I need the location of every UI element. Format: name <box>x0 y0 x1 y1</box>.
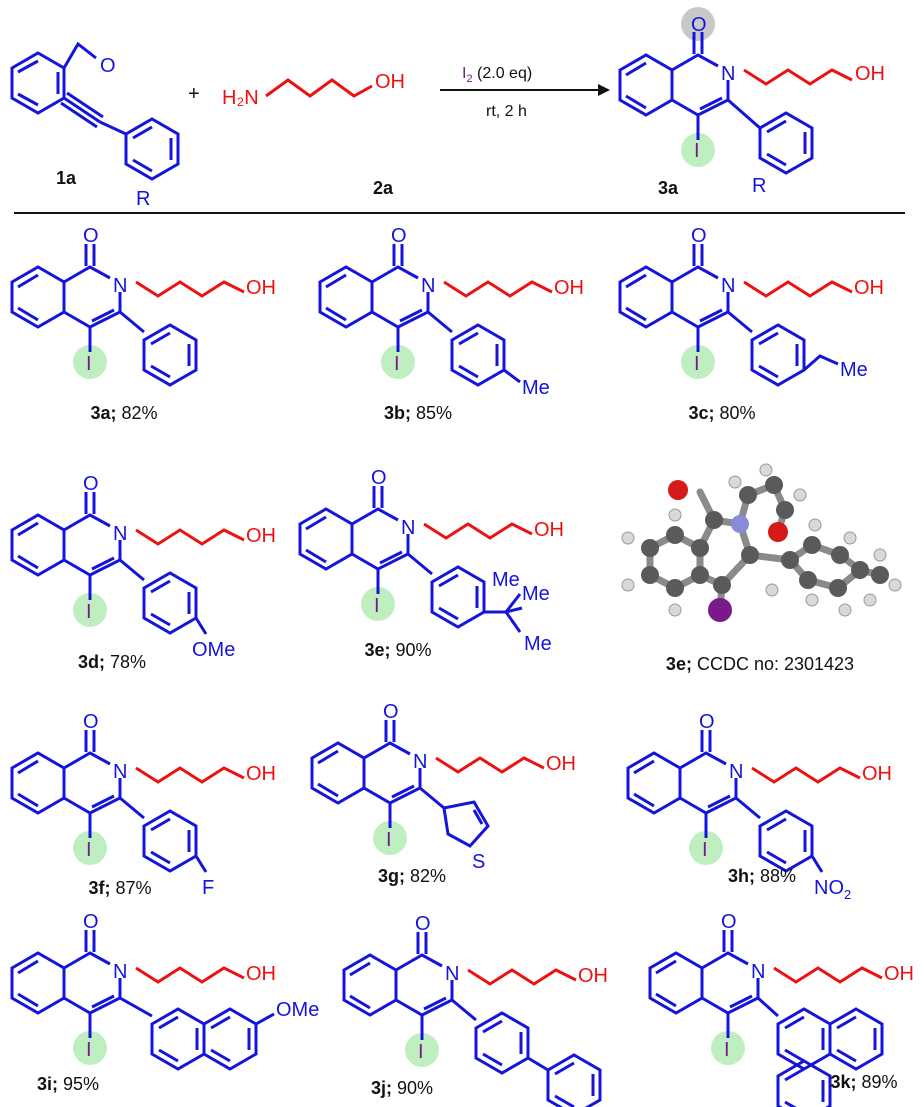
methyl-a-3e: Me <box>522 583 550 605</box>
molecule-3i <box>10 928 275 1071</box>
conditions-label: rt, 2 h <box>486 103 527 120</box>
molecule-3k <box>648 928 884 1107</box>
carbonyl-o-3e: O <box>371 467 387 489</box>
nitro-3h: NO2 <box>814 877 851 902</box>
crystal-structure-3e <box>621 463 902 622</box>
molecule-3g <box>310 718 546 855</box>
plus-sign: + <box>188 83 200 105</box>
product-3a-scheme <box>618 7 854 175</box>
label-3g: 3g; 82% <box>377 866 447 886</box>
iodine-3e: I <box>374 595 380 617</box>
carbonyl-o-3f: O <box>83 711 99 733</box>
hydroxyl-3e: OH <box>534 519 564 541</box>
molecule-3d <box>10 490 246 635</box>
methyl-3c: Me <box>840 359 868 381</box>
label-3c: 3c; 80% <box>688 403 756 423</box>
label-3e-ccdc: 3e; CCDC no: 2301423 <box>665 654 855 674</box>
hydroxyl-3d: OH <box>246 525 276 547</box>
hydroxyl-3g: OH <box>546 753 576 775</box>
carbonyl-o-3i: O <box>83 911 99 933</box>
iodine-3f: I <box>86 839 92 861</box>
reaction-arrow <box>440 84 610 96</box>
nitrogen-3i: N <box>113 961 127 983</box>
iodine-3j: I <box>418 1041 424 1063</box>
scheme-product-substituent: R <box>752 175 766 197</box>
label-3i: 3i; 95% <box>36 1074 100 1094</box>
molecule-3h <box>626 728 862 873</box>
nitrogen-3a: N <box>113 275 127 297</box>
hydroxyl-3c: OH <box>854 277 884 299</box>
aldehyde-oxygen: O <box>100 55 116 77</box>
nitrogen-3d: N <box>113 523 127 545</box>
label-3k: 3k; 89% <box>830 1072 898 1092</box>
reactant-1a <box>10 41 180 181</box>
methyl-3b: Me <box>522 377 550 399</box>
iodine-3a: I <box>86 353 92 375</box>
molecule-3f <box>10 728 246 873</box>
label-1a: 1a <box>55 168 77 188</box>
reactant-1a-substituent: R <box>136 188 150 210</box>
scheme-hydroxyl: OH <box>855 63 885 85</box>
scheme-carbonyl-o: O <box>691 14 707 36</box>
carbonyl-o-3g: O <box>383 701 399 723</box>
hydroxyl-3j: OH <box>578 965 608 987</box>
label-2a: 2a <box>372 178 394 198</box>
hydroxyl-3k: OH <box>884 963 914 985</box>
nitrogen-3j: N <box>445 963 459 985</box>
iodine-3c: I <box>694 353 700 375</box>
label-3a: 3a; 82% <box>90 403 158 423</box>
carbonyl-o-3a: O <box>83 225 99 247</box>
iodine-3k: I <box>724 1039 730 1061</box>
sulfur-3g: S <box>472 851 485 873</box>
label-3b: 3b; 85% <box>383 403 453 423</box>
carbonyl-o-3j: O <box>415 913 431 935</box>
carbonyl-o-3d: O <box>83 473 99 495</box>
iodine-3b: I <box>394 353 400 375</box>
carbonyl-o-3c: O <box>691 225 707 247</box>
carbonyl-o-3h: O <box>699 711 715 733</box>
hydroxyl-3a: OH <box>246 277 276 299</box>
methyl-b-3e: Me <box>524 633 552 655</box>
molecule-3c <box>618 242 854 387</box>
nitrogen-3g: N <box>413 751 427 773</box>
molecule-3a <box>10 242 246 387</box>
molecule-3b <box>318 242 554 387</box>
iodine-3g: I <box>386 829 392 851</box>
carbonyl-o-3b: O <box>391 225 407 247</box>
label-3j: 3j; 90% <box>370 1078 434 1098</box>
carbonyl-o-3k: O <box>721 911 737 933</box>
iodine-3d: I <box>86 601 92 623</box>
label-3e: 3e; 90% <box>364 640 432 660</box>
hydroxyl-group: OH <box>375 71 405 93</box>
nitrogen-3c: N <box>721 275 735 297</box>
amine-group: H₂N <box>222 87 259 109</box>
hydroxyl-3b: OH <box>554 277 584 299</box>
nitrogen-3k: N <box>751 961 765 983</box>
label-3d: 3d; 78% <box>77 652 147 672</box>
nitrogen-3e: N <box>401 517 415 539</box>
label-3a-scheme: 3a <box>657 178 679 198</box>
nitrogen-3b: N <box>421 275 435 297</box>
label-3f: 3f; 87% <box>88 878 152 898</box>
methoxy-3i: OMe <box>276 999 319 1021</box>
atom-labels: ONIOHONIOHMeONIOHMeONIOHOMeONIOHMeMeMeON… <box>83 225 914 1063</box>
scheme-nitrogen: N <box>721 63 735 85</box>
molecule-3j <box>342 930 602 1107</box>
nitrogen-3f: N <box>113 761 127 783</box>
molecule-3e <box>298 484 534 633</box>
hydroxyl-3f: OH <box>246 763 276 785</box>
methyl-c-3e: Me <box>492 569 520 591</box>
fluorine-3f: F <box>202 877 214 899</box>
iodine-3h: I <box>702 839 708 861</box>
reagent-label: I2 (2.0 eq) <box>462 65 532 85</box>
label-3h: 3h; 88% <box>727 866 797 886</box>
methoxy-3d: OMe <box>192 639 235 661</box>
scheme-iodine: I <box>694 140 700 162</box>
iodine-3i: I <box>86 1039 92 1061</box>
hydroxyl-3h: OH <box>862 763 892 785</box>
reactant-2a: H₂N OH <box>222 71 405 109</box>
hydroxyl-3i: OH <box>246 963 276 985</box>
nitrogen-3h: N <box>729 761 743 783</box>
